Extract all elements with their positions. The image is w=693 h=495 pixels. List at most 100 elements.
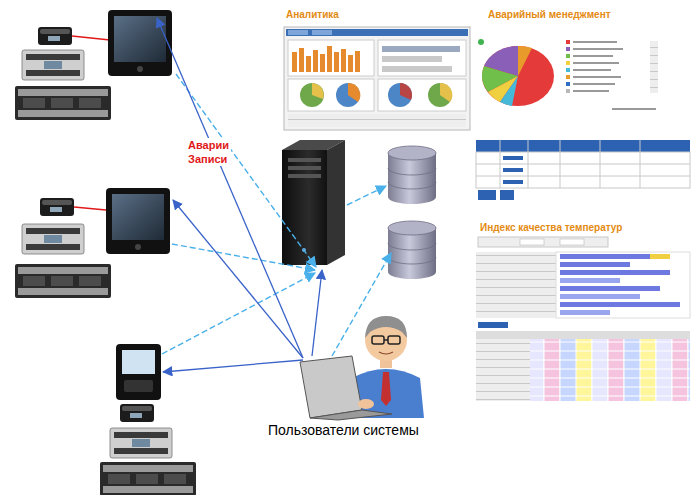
controller-group <box>108 10 172 76</box>
analytics-screenshot <box>284 27 470 130</box>
user-figure <box>384 339 388 341</box>
user-figure <box>365 316 407 338</box>
alarm-pie-chart <box>573 41 617 43</box>
alarm-table <box>476 176 690 177</box>
controller-group <box>122 350 155 374</box>
analytics-screenshot <box>313 50 318 72</box>
alarm-table <box>500 190 514 200</box>
analytics-screenshot <box>400 83 412 100</box>
analytics-screenshot <box>292 52 297 72</box>
panel-heading: Аналитика <box>284 8 341 22</box>
controller-group <box>15 188 170 298</box>
database <box>388 243 436 264</box>
data-link <box>162 273 315 354</box>
temperature-table <box>560 254 650 259</box>
node-text: Аварийный менеджмент <box>488 9 611 21</box>
analytics-screenshot <box>355 51 360 72</box>
alarm-pie-chart <box>566 47 570 51</box>
alarm-table <box>500 140 501 188</box>
user-figure <box>379 352 393 354</box>
analytics-screenshot <box>440 83 452 102</box>
database <box>388 221 436 279</box>
analytics-screenshot <box>428 83 452 107</box>
temperature-table <box>476 339 530 401</box>
database <box>388 168 436 189</box>
data-link <box>163 360 303 372</box>
alarm-pie-chart <box>573 90 609 92</box>
temperature-table <box>476 331 690 339</box>
panel-heading: Аварийный менеджмент <box>486 8 613 22</box>
temperature-table <box>560 270 670 275</box>
data-link <box>157 18 391 372</box>
controller-group <box>100 344 196 495</box>
alarm-table <box>476 164 690 165</box>
user-figure <box>381 372 391 406</box>
data-link <box>347 186 386 205</box>
analytics-screenshot <box>312 30 332 35</box>
temperature-table <box>560 310 610 315</box>
controller-group <box>116 344 161 400</box>
user-figure <box>388 336 400 344</box>
user-figure <box>358 399 374 409</box>
alarm-pie-chart <box>566 40 570 44</box>
alarm-pie-chart <box>612 108 656 110</box>
alarm-pie-chart <box>518 46 532 76</box>
server-tower <box>282 140 345 265</box>
analytics-screenshot <box>348 55 353 72</box>
database <box>388 228 436 279</box>
panel-heading: Индекс качества температур <box>478 221 624 235</box>
user-figure <box>372 336 384 344</box>
user-figure <box>310 410 392 420</box>
alarm-table <box>476 140 690 200</box>
alarm-pie-chart <box>650 41 658 93</box>
analytics-screenshot <box>300 83 324 107</box>
alarm-pie-chart <box>566 61 570 65</box>
controller-group <box>110 428 172 458</box>
data-link <box>157 18 303 358</box>
controller-group <box>124 380 153 392</box>
temperature-table <box>520 239 544 245</box>
controller-group <box>15 86 111 120</box>
alarm-table <box>560 140 561 188</box>
analytics-screenshot <box>382 56 442 62</box>
analytics-screenshot <box>284 27 470 130</box>
alarm-pie-chart <box>573 83 615 85</box>
controller-group <box>22 224 84 254</box>
alarm-pie-chart <box>573 48 623 50</box>
server-tower <box>288 174 321 178</box>
user-figure <box>300 316 424 420</box>
node-text: Пользователи системы <box>268 422 419 439</box>
alarm-pie-chart <box>478 39 658 110</box>
analytics-screenshot <box>286 29 468 36</box>
alarm-pie-chart <box>566 89 570 93</box>
temperature-table <box>530 339 690 401</box>
temperature-table <box>478 237 608 247</box>
temperature-table <box>478 322 508 328</box>
temperature-table <box>476 237 690 401</box>
controller-group <box>72 36 110 40</box>
analytics-screenshot <box>336 83 360 107</box>
temperature-table <box>556 252 690 318</box>
database <box>388 153 436 204</box>
temperature-table <box>560 286 660 291</box>
temperature-table <box>560 302 680 307</box>
analytics-screenshot <box>312 83 324 99</box>
analytics-screenshot <box>388 83 412 107</box>
user-figure <box>300 356 362 418</box>
alarm-table <box>476 140 690 152</box>
temperature-table <box>560 278 620 283</box>
alarm-table <box>640 140 641 188</box>
controller-group <box>74 207 106 210</box>
analytics-screenshot <box>378 40 466 76</box>
controller-group <box>40 198 74 216</box>
server-tower <box>327 140 345 265</box>
analytics-screenshot <box>378 79 466 111</box>
alarm-pie-chart <box>500 76 518 106</box>
controller-group <box>38 27 72 45</box>
controller-group <box>15 10 172 120</box>
temperature-table <box>476 252 556 318</box>
analytics-screenshot <box>334 52 339 72</box>
data-link <box>312 270 322 356</box>
analytics-screenshot <box>327 46 332 72</box>
